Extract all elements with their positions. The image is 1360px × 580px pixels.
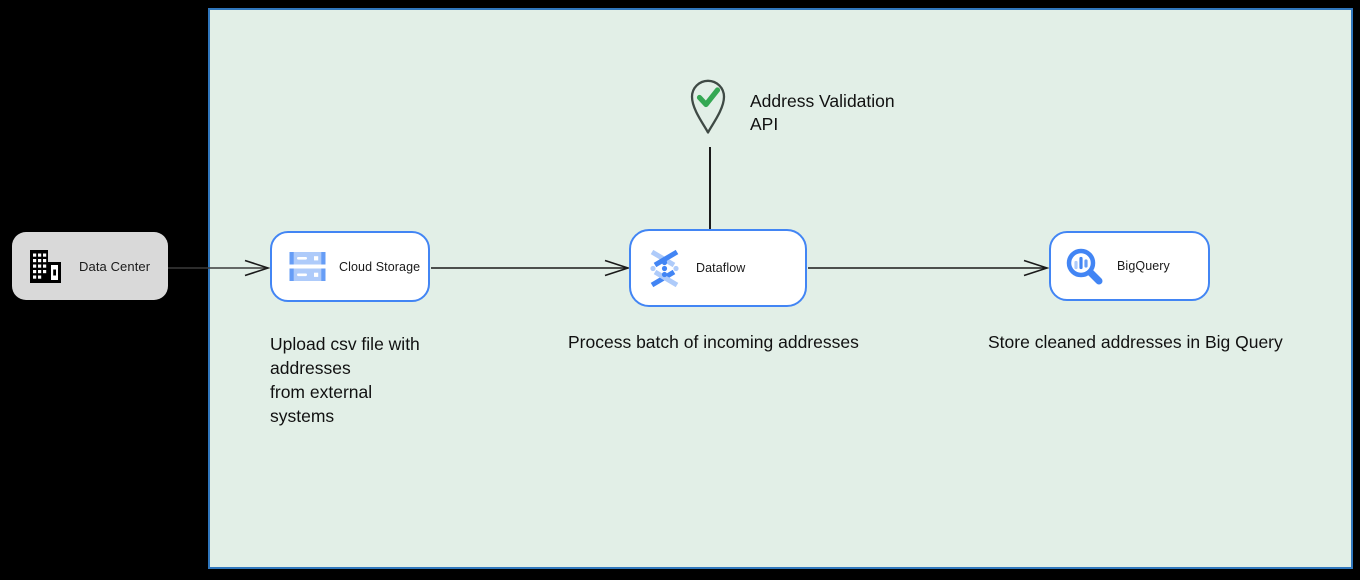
node-bigquery[interactable]: BigQuery <box>1049 231 1210 301</box>
description-upload-csv: Upload csv file with addresses from exte… <box>270 334 420 426</box>
description-store-cleaned: Store cleaned addresses in Big Query <box>988 332 1283 352</box>
node-label: Data Center <box>79 258 151 274</box>
map-pin-check-icon <box>689 79 727 139</box>
node-dataflow[interactable]: Dataflow <box>629 229 807 307</box>
cloud-storage-icon <box>289 251 326 282</box>
node-label: BigQuery <box>1117 259 1170 273</box>
address-validation-api-label: Address Validation API <box>750 91 895 134</box>
description-process-batch: Process batch of incoming addresses <box>568 332 859 352</box>
address-validation-pin[interactable] <box>689 78 727 135</box>
bigquery-icon <box>1064 246 1104 286</box>
node-label: Dataflow <box>696 261 746 275</box>
data-center-building-icon <box>29 249 62 284</box>
node-label: Cloud Storage <box>339 259 421 274</box>
node-data-center[interactable]: Data Center <box>12 232 168 300</box>
node-cloud-storage[interactable]: Cloud Storage <box>270 231 430 302</box>
dataflow-icon <box>646 249 683 288</box>
